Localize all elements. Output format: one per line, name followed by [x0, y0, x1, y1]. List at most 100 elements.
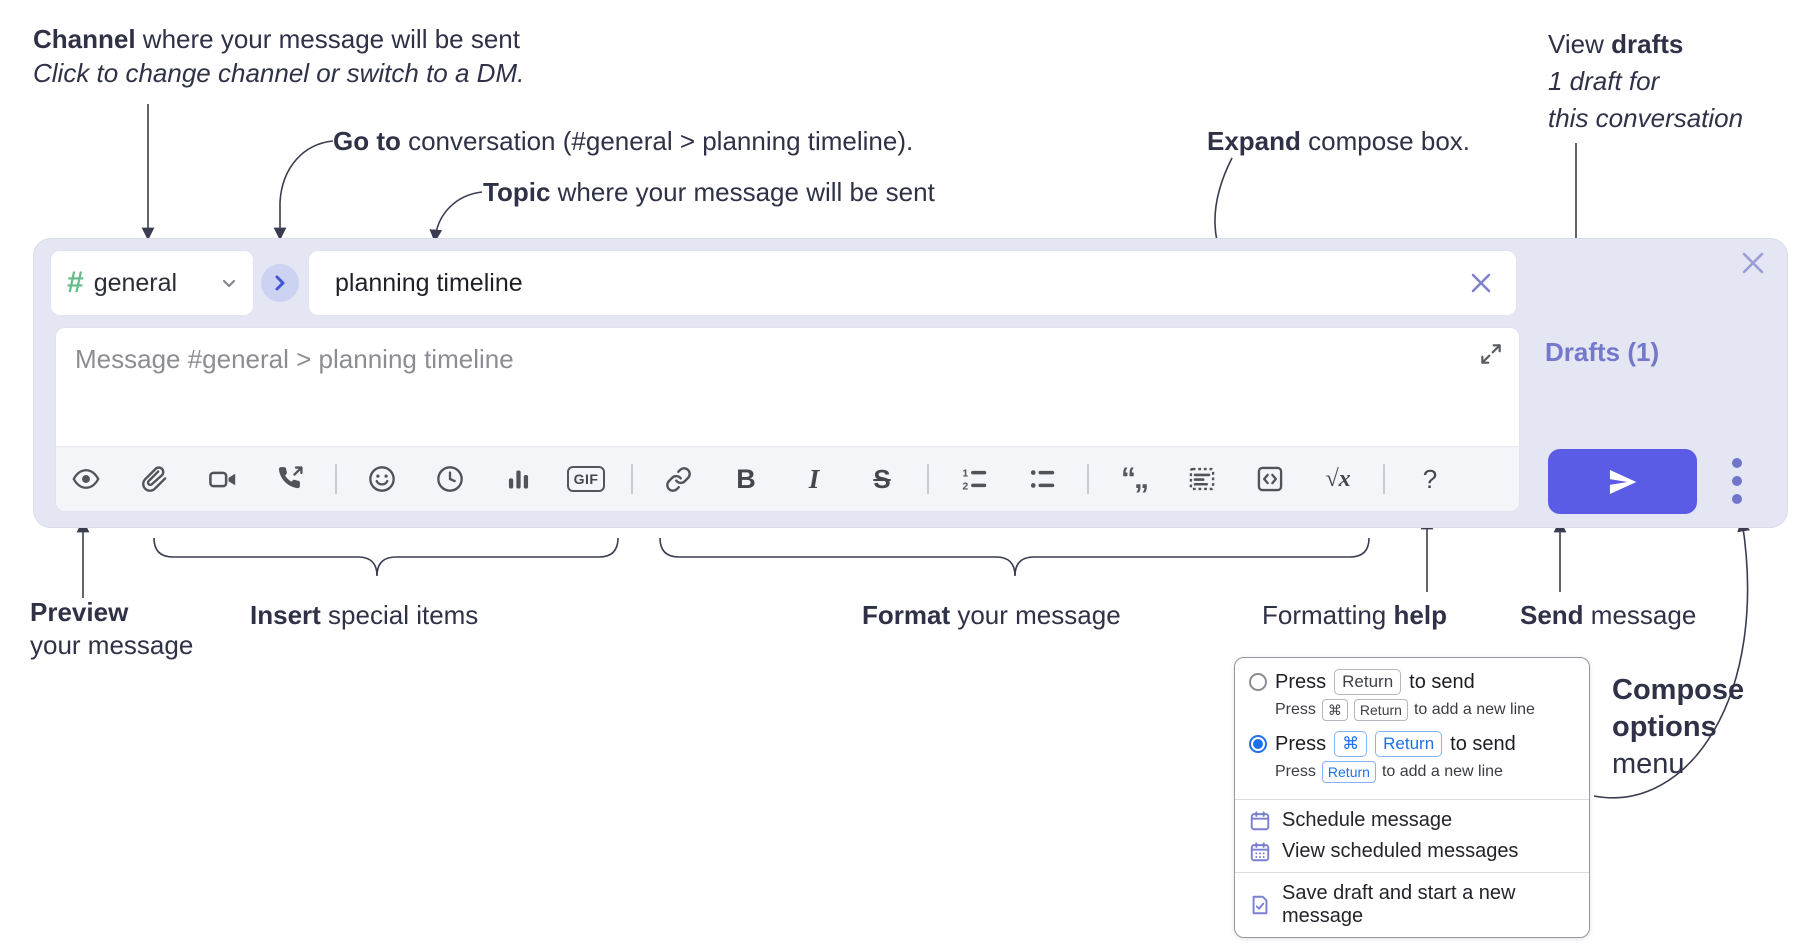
send-icon	[1609, 469, 1636, 494]
italic-button[interactable]: I	[791, 459, 837, 499]
goto-conversation-button[interactable]	[261, 264, 299, 302]
phone-call-icon	[278, 466, 303, 489]
preview-button[interactable]	[63, 459, 109, 499]
channel-annotation: Channel where your message will be sent …	[33, 24, 525, 88]
toolbar-divider	[1383, 464, 1385, 494]
return-keycap: Return	[1375, 731, 1443, 757]
expand-annotation: Expand compose box.	[1207, 126, 1471, 156]
code-icon	[1257, 466, 1283, 492]
expand-compose-button[interactable]	[1477, 340, 1505, 368]
poll-button[interactable]	[495, 459, 541, 499]
popup-divider	[1235, 872, 1589, 873]
toolbar-divider	[927, 464, 929, 494]
question-mark-icon: ?	[1422, 463, 1438, 494]
dot	[1732, 476, 1742, 486]
bold-button[interactable]: B	[723, 459, 769, 499]
message-input[interactable]: Message #general > planning timeline	[75, 344, 514, 374]
send-annotation: Send message	[1520, 600, 1697, 630]
recent-clock-button[interactable]	[427, 459, 473, 499]
channel-hash-icon: #	[67, 266, 84, 299]
insert-annotation: Insert special items	[250, 600, 479, 630]
attach-file-button[interactable]	[131, 459, 177, 499]
calendar-list-icon	[1250, 841, 1270, 861]
compose-options-popup: Press Return to send Press ⌘ Return to a…	[1234, 657, 1590, 938]
dot	[1732, 494, 1742, 504]
channel-selector[interactable]: # general	[50, 250, 254, 316]
bullet-list-button[interactable]	[1019, 459, 1065, 499]
topic-input[interactable]: planning timeline	[308, 250, 1517, 316]
link-button[interactable]	[655, 459, 701, 499]
bold-icon: B	[736, 463, 756, 494]
code-button[interactable]	[1247, 459, 1293, 499]
goto-annotation: Go to conversation (#general > planning …	[333, 126, 914, 156]
snippet-icon	[1189, 467, 1215, 491]
close-icon	[1742, 252, 1764, 274]
return-keycap: Return	[1353, 699, 1408, 721]
radio-unselected-icon[interactable]	[1249, 673, 1267, 691]
audio-huddle-button[interactable]	[267, 459, 313, 499]
cmd-keycap: ⌘	[1334, 731, 1368, 757]
format-annotation: Format your message	[862, 600, 1121, 630]
eye-icon	[72, 469, 100, 489]
expand-icon	[1481, 344, 1501, 364]
ordered-list-icon: 12	[962, 468, 987, 493]
cmd-keycap: ⌘	[1321, 699, 1348, 721]
quote-icon: “„	[1121, 462, 1149, 495]
strikethrough-icon: S	[873, 463, 891, 494]
chevron-right-icon	[275, 275, 285, 291]
schedule-message-item[interactable]: Schedule message	[1235, 805, 1589, 836]
formula-button[interactable]: √x	[1315, 459, 1361, 499]
emoji-button[interactable]	[359, 459, 405, 499]
radio-selected-icon[interactable]	[1249, 735, 1267, 753]
cmd-return-to-send-option[interactable]: Press ⌘ Return to send	[1249, 731, 1575, 757]
preview-annotation: Preview your message	[30, 597, 194, 660]
compose-options-annotation: Compose options menu	[1612, 674, 1745, 780]
topic-value: planning timeline	[335, 268, 523, 297]
return-to-send-option[interactable]: Press Return to send	[1249, 669, 1575, 695]
gif-icon: GIF	[566, 466, 606, 492]
close-icon	[1471, 273, 1491, 293]
drafts-link[interactable]: Drafts (1)	[1545, 337, 1660, 367]
clock-icon	[437, 466, 463, 492]
return-to-send-subtext: Press ⌘ Return to add a new line	[1275, 699, 1575, 721]
video-clip-button[interactable]	[199, 459, 245, 499]
save-draft-item[interactable]: Save draft and start a new message	[1235, 878, 1589, 932]
send-button[interactable]	[1548, 449, 1697, 514]
popup-divider	[1235, 799, 1589, 800]
svg-text:2: 2	[962, 481, 968, 493]
calendar-icon	[1250, 810, 1270, 830]
formatting-help-button[interactable]: ?	[1407, 459, 1453, 499]
chevron-down-icon	[222, 279, 236, 288]
save-draft-icon	[1252, 895, 1268, 915]
bar-chart-icon	[508, 470, 528, 488]
toolbar-divider	[631, 464, 633, 494]
toolbar-divider	[1087, 464, 1089, 494]
return-keycap: Return	[1334, 669, 1402, 695]
video-camera-icon	[208, 471, 235, 487]
compose-options-button[interactable]	[1732, 458, 1742, 504]
view-scheduled-messages-item[interactable]: View scheduled messages	[1235, 836, 1589, 867]
close-compose-button[interactable]	[1736, 246, 1770, 280]
toolbar-divider	[335, 464, 337, 494]
message-compose-area: Message #general > planning timeline	[55, 327, 1520, 512]
strikethrough-button[interactable]: S	[859, 459, 905, 499]
code-snippet-button[interactable]	[1179, 459, 1225, 499]
view-drafts-annotation: View drafts 1 draft for this conversatio…	[1548, 29, 1744, 133]
dot	[1732, 458, 1742, 468]
svg-text:1: 1	[962, 468, 968, 480]
italic-icon: I	[808, 463, 820, 494]
paperclip-icon	[141, 465, 166, 492]
sqrt-icon: √x	[1325, 465, 1351, 492]
cmd-return-to-send-subtext: Press Return to add a new line	[1275, 761, 1575, 783]
emoji-smile-icon	[369, 466, 395, 492]
return-keycap: Return	[1321, 761, 1376, 783]
clear-topic-button[interactable]	[1464, 266, 1498, 300]
gif-button[interactable]: GIF	[563, 459, 609, 499]
topic-annotation: Topic where your message will be sent	[483, 177, 935, 207]
blockquote-button[interactable]: “„	[1111, 459, 1157, 499]
bullet-list-icon	[1030, 470, 1055, 488]
link-icon	[665, 466, 691, 492]
